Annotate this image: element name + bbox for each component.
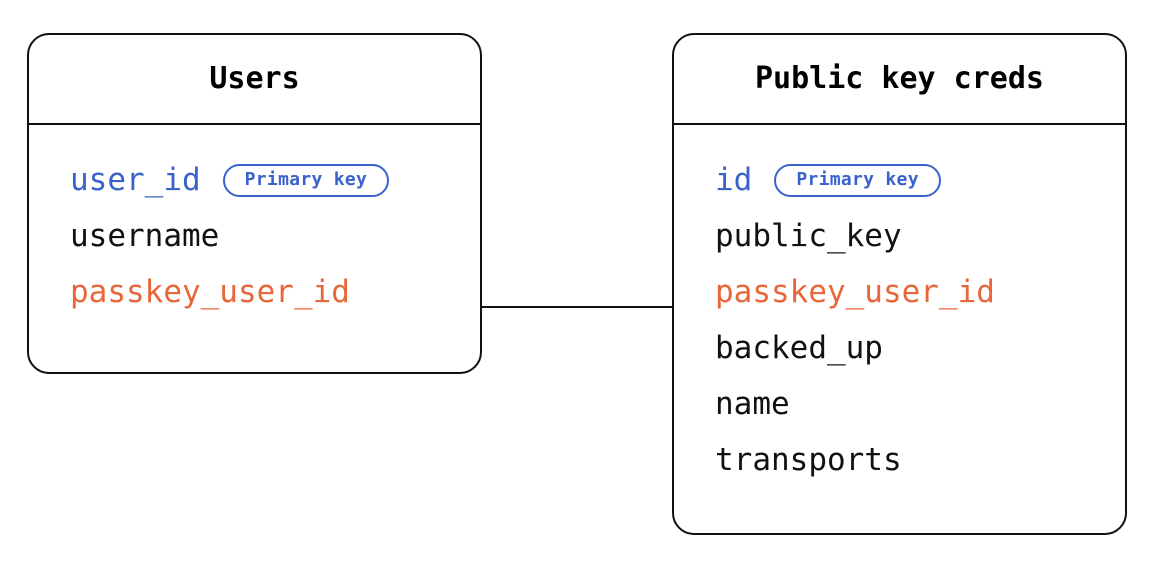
entity-box-public-key-creds[interactable]: Public key creds id Primary key public_key… (672, 33, 1127, 535)
entity-field-row[interactable]: name (715, 376, 1125, 432)
entity-field-row[interactable]: id Primary key (715, 152, 1125, 208)
entity-field-row[interactable]: username (70, 208, 480, 264)
relationship-connector-users-public-key-creds (482, 306, 672, 308)
entity-field-row[interactable]: passkey_user_id (715, 264, 1125, 320)
entity-title-users: Users (209, 61, 300, 96)
entity-header-users: Users (29, 35, 480, 125)
entity-field-name: id (715, 161, 753, 198)
entity-field-name: username (70, 217, 220, 254)
primary-key-badge: Primary key (774, 163, 941, 197)
entity-field-row[interactable]: backed_up (715, 320, 1125, 376)
entity-field-name: transports (715, 441, 902, 478)
entity-field-name: backed_up (715, 329, 883, 366)
entity-field-row[interactable]: public_key (715, 208, 1125, 264)
entity-header-public-key-creds: Public key creds (674, 35, 1125, 125)
entity-title-public-key-creds: Public key creds (755, 61, 1044, 96)
entity-field-name: passkey_user_id (715, 273, 995, 310)
entity-field-name: passkey_user_id (70, 273, 350, 310)
entity-field-row[interactable]: passkey_user_id (70, 264, 480, 320)
entity-field-row[interactable]: user_id Primary key (70, 152, 480, 208)
primary-key-badge: Primary key (222, 163, 390, 197)
entity-field-name: user_id (70, 161, 201, 198)
entity-field-row[interactable]: transports (715, 432, 1125, 488)
entity-field-name: public_key (715, 217, 902, 254)
entity-field-name: name (715, 385, 790, 422)
